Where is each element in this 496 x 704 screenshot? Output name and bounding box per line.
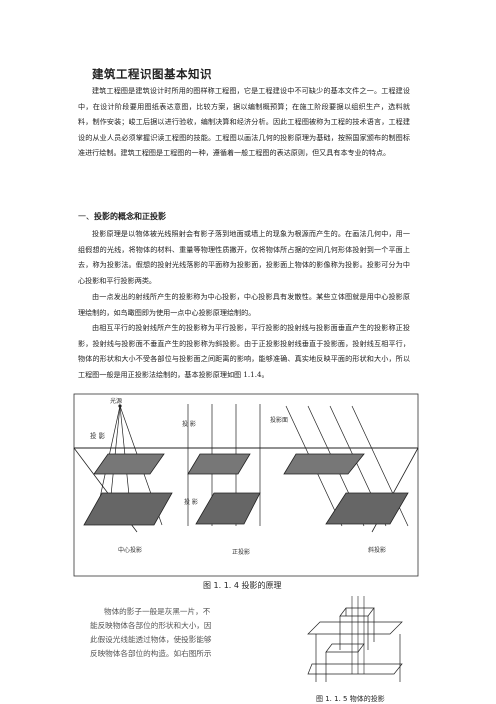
- projection-principle-figure: 光源 投 影 投影面 投 影 投 影 中心投影 正投影 斜投影: [73, 393, 419, 577]
- document-title: 建筑工程识图基本知识: [92, 67, 212, 81]
- projection-plane-label: 投影面: [270, 416, 288, 424]
- central-projection-label: 中心投影: [118, 546, 142, 554]
- paragraph-intro: 建筑工程图是建筑设计时所用的图样称工程图，它是工程建设中不可缺少的基本文件之一。…: [78, 86, 410, 158]
- projection-label-left: 投 影: [90, 431, 106, 440]
- shadow-description-text: 物体的影子一般是灰黑一片，不能反映物体各部位的形状和大小，因此假设光线能透过物体…: [90, 607, 212, 658]
- central-object: [93, 453, 165, 475]
- paragraph-central-projection: 由一点发出的射线所产生的投影称为中心投影，中心投影具有发散性。某些立体图就是用中…: [78, 292, 410, 317]
- figure-caption: 图 1. 1. 4 投影的原理: [203, 581, 282, 590]
- figure2-caption: 图 1. 1. 5 物体的投影: [316, 695, 385, 703]
- paragraph-parallel-projection: 由相互平行的投射线所产生的投影称为平行投影，平行投影的投射线与投影面垂直产生的投…: [78, 323, 410, 379]
- projection-label-mid: 投 影: [184, 498, 198, 506]
- top-plane: [307, 621, 403, 635]
- central-shadow: [83, 492, 173, 526]
- section-heading-text: 投影的概念和正投影: [94, 212, 166, 221]
- paragraph-projection-principle: 投影原理是以物体被光线照射会有影子落到地面或墙上的现象为根源而产生的。在画法几何…: [78, 229, 410, 285]
- object-top: [339, 607, 375, 617]
- bottom-plane: [307, 663, 403, 675]
- orthographic-label: 正投影: [232, 548, 250, 556]
- projection-label-top: 投 影: [182, 420, 196, 428]
- oblique-object: [283, 453, 365, 475]
- oblique-label: 斜投影: [368, 546, 386, 554]
- section-number: 一、: [78, 212, 94, 221]
- vertical-rays: [351, 596, 365, 674]
- object-projection-figure: [307, 596, 403, 682]
- section-heading: 一、投影的概念和正投影: [78, 211, 166, 222]
- orthographic-shadow: [195, 492, 261, 525]
- light-source-label: 光源: [110, 397, 122, 405]
- orthographic-object: [187, 453, 251, 475]
- figure-frame: [73, 393, 419, 577]
- oblique-shadow: [325, 492, 409, 525]
